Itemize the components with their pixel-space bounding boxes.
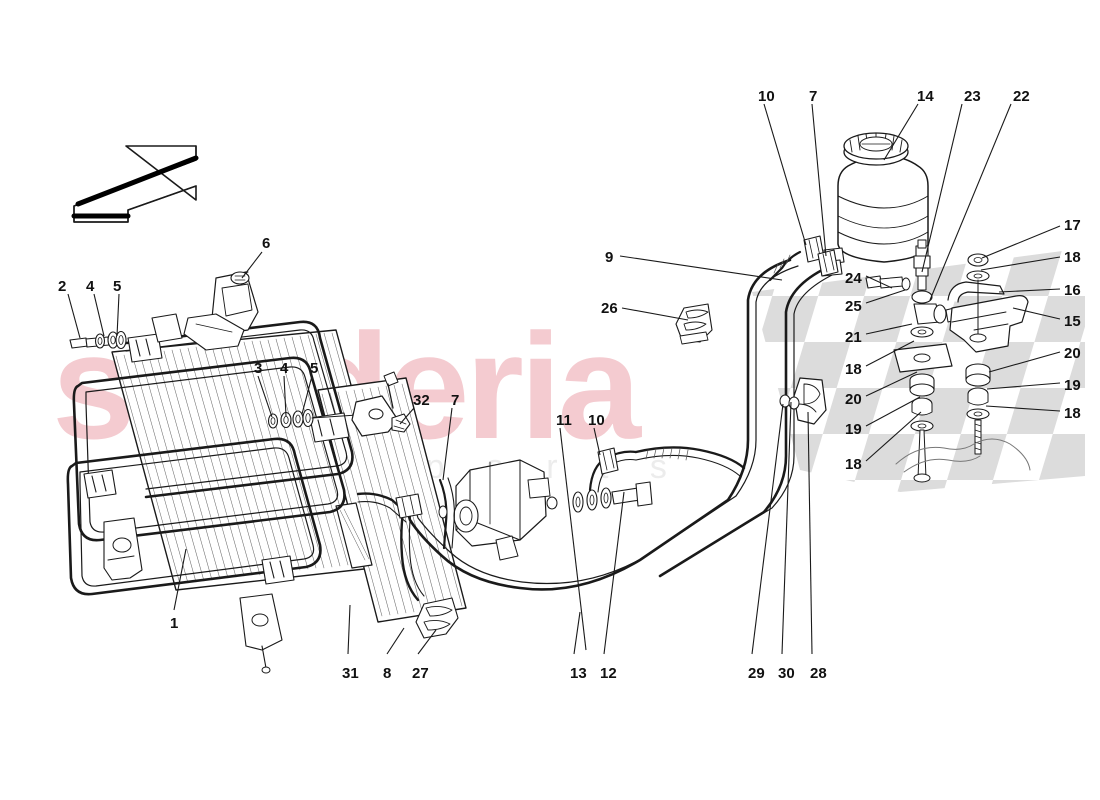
hose-retainer-clip <box>675 303 713 345</box>
callout-number-30[interactable]: 30 <box>778 665 795 682</box>
callout-number-24[interactable]: 24 <box>845 270 862 287</box>
callout-number-27[interactable]: 27 <box>412 665 429 682</box>
callout-number-19[interactable]: 19 <box>1064 377 1081 394</box>
callout-number-17[interactable]: 17 <box>1064 217 1081 234</box>
callout-number-28[interactable]: 28 <box>810 665 827 682</box>
callout-number-5[interactable]: 5 <box>113 278 122 295</box>
callout-number-26[interactable]: 26 <box>601 300 618 317</box>
callout-number-8[interactable]: 8 <box>383 665 392 682</box>
callout-number-7[interactable]: 7 <box>809 88 818 105</box>
callout-number-29[interactable]: 29 <box>748 665 765 682</box>
bracket-clip-rear <box>779 377 827 425</box>
reservoir-mount-assembly <box>865 239 1031 483</box>
upper-bracket <box>151 271 259 351</box>
banjo-fitting-assembly <box>572 447 653 513</box>
callout-number-4[interactable]: 4 <box>86 278 95 295</box>
hose-network <box>356 250 835 602</box>
callout-number-25[interactable]: 25 <box>845 298 862 315</box>
callout-number-3[interactable]: 3 <box>254 360 263 377</box>
callout-number-10[interactable]: 10 <box>758 88 775 105</box>
callout-number-15[interactable]: 15 <box>1064 313 1081 330</box>
callout-number-21[interactable]: 21 <box>845 329 862 346</box>
callout-number-11[interactable]: 11 <box>556 412 572 429</box>
callout-number-12[interactable]: 12 <box>600 665 617 682</box>
callout-number-32[interactable]: 32 <box>413 392 430 409</box>
oil-cooler-radiator <box>66 320 467 674</box>
direction-of-travel-arrow <box>71 145 199 223</box>
callout-number-5[interactable]: 5 <box>310 360 319 377</box>
callout-number-16[interactable]: 16 <box>1064 282 1081 299</box>
callout-number-13[interactable]: 13 <box>570 665 587 682</box>
callout-number-20[interactable]: 20 <box>1064 345 1081 362</box>
callout-number-18[interactable]: 18 <box>845 361 862 378</box>
fastener-stack-lower <box>267 408 373 429</box>
callout-number-10[interactable]: 10 <box>588 412 605 429</box>
callout-number-18[interactable]: 18 <box>1064 405 1081 422</box>
callout-number-22[interactable]: 22 <box>1013 88 1030 105</box>
callout-number-31[interactable]: 31 <box>342 665 359 682</box>
callout-number-1[interactable]: 1 <box>170 615 179 632</box>
pipe-clip-double <box>415 597 459 639</box>
callout-number-2[interactable]: 2 <box>58 278 67 295</box>
fastener-stack-upper-left <box>69 330 127 350</box>
callout-number-23[interactable]: 23 <box>964 88 981 105</box>
callout-number-4[interactable]: 4 <box>280 360 289 377</box>
fluid-reservoir-tank <box>803 132 929 277</box>
callout-number-14[interactable]: 14 <box>917 88 934 105</box>
callout-number-7[interactable]: 7 <box>451 392 460 409</box>
callout-number-6[interactable]: 6 <box>262 235 271 252</box>
power-steering-pump <box>453 459 558 561</box>
callout-number-20[interactable]: 20 <box>845 391 862 408</box>
callout-number-18[interactable]: 18 <box>1064 249 1081 266</box>
callout-number-18[interactable]: 18 <box>845 456 862 473</box>
callout-number-9[interactable]: 9 <box>605 249 614 266</box>
callout-number-19[interactable]: 19 <box>845 421 862 438</box>
